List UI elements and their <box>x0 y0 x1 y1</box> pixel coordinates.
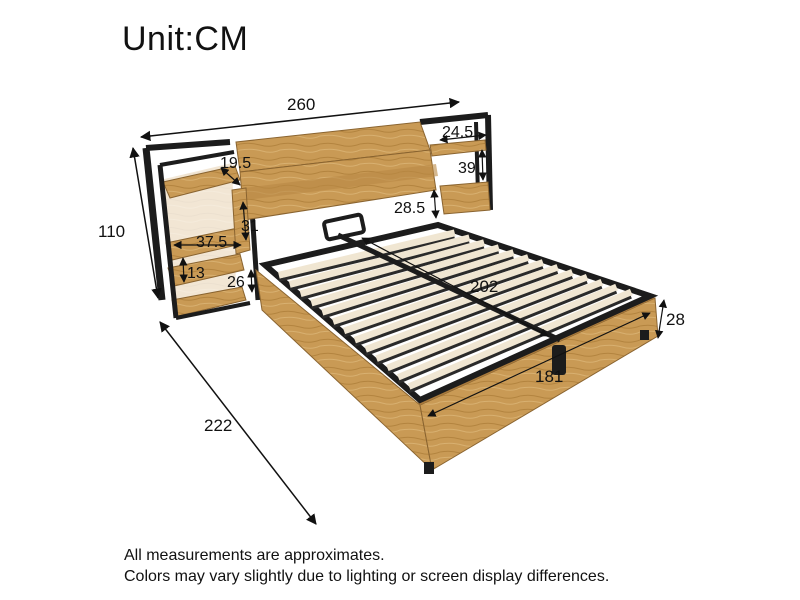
dim-side-height: 28 <box>666 310 685 329</box>
dim-lower-shelf-gap: 13 <box>187 265 205 282</box>
dim-nightstand-height: 39 <box>458 160 476 177</box>
dim-mattress-width: 181 <box>535 367 563 386</box>
right-nightstand <box>439 181 491 215</box>
dim-total-height: 110 <box>98 222 125 241</box>
dim-nightstand-gap: 28.5 <box>394 200 425 217</box>
dim-shelf-width: 37.5 <box>196 234 227 251</box>
right-shelf-unit <box>419 112 493 215</box>
dimension-lines <box>129 97 667 525</box>
note-approximate: All measurements are approximates. <box>124 547 385 564</box>
headboard-handle <box>322 212 366 242</box>
dim-headboard-gap: 31 <box>241 218 259 235</box>
note-colors: Colors may vary slightly due to lighting… <box>124 568 610 585</box>
dim-total-length: 222 <box>204 416 232 435</box>
dim-bottom-shelf-gap: 26 <box>227 274 245 291</box>
dim-top-shelf-depth: 24.5 <box>442 124 473 141</box>
dim-mattress-length: 202 <box>470 277 498 296</box>
dim-total-width: 260 <box>287 95 315 114</box>
unit-title: Unit:CM <box>122 20 249 58</box>
dim-shelf-depth-left: 19.5 <box>220 155 251 172</box>
